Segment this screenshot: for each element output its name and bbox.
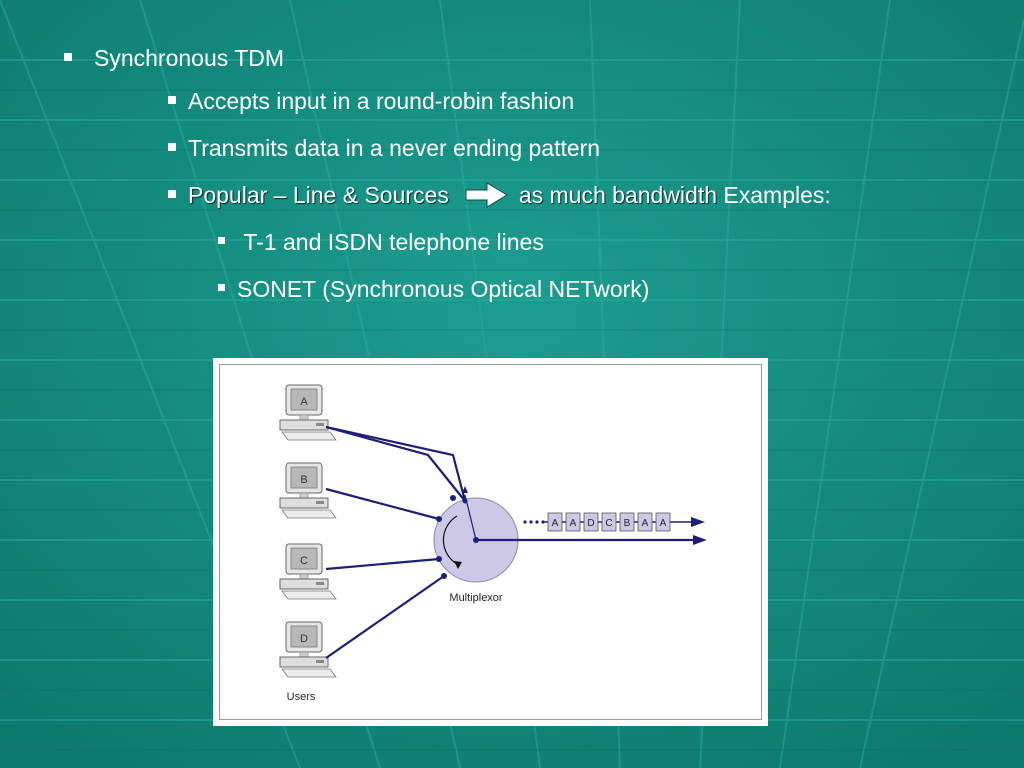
data-frame xyxy=(601,512,617,532)
connection-dots xyxy=(436,495,479,579)
square-bullet-icon xyxy=(218,284,225,292)
multiplexor-label: Multiplexor xyxy=(449,592,503,604)
data-frame-label: D xyxy=(587,518,594,529)
input-line-a2 xyxy=(325,425,467,502)
tdm-diagram-figure: A B C D Users Multiplexor xyxy=(213,358,768,726)
input-lines xyxy=(325,425,696,659)
frame-dots xyxy=(523,520,545,524)
user-label-c: C xyxy=(300,555,308,567)
data-frame xyxy=(637,512,653,532)
data-frame xyxy=(565,512,581,532)
popular-left-text: Popular – Line & Sources xyxy=(188,182,449,208)
input-line-b xyxy=(325,487,440,521)
input-line-c xyxy=(325,557,440,571)
example-text: T-1 and ISDN telephone lines xyxy=(237,229,544,255)
data-frame xyxy=(583,512,599,532)
data-frame-label: B xyxy=(624,518,631,529)
bullet-synchronous-tdm: Synchronous TDM xyxy=(64,44,284,72)
bullet-t1-isdn: T-1 and ISDN telephone lines xyxy=(218,228,544,256)
user-computer-b: B xyxy=(279,462,337,519)
examples-label: Examples: xyxy=(723,182,831,208)
user-computer-c: C xyxy=(279,543,337,600)
users-label: Users xyxy=(287,691,316,703)
data-frame-label: A xyxy=(660,518,667,529)
example-text: SONET (Synchronous Optical NETwork) xyxy=(237,276,650,302)
rotor-arrowhead xyxy=(462,486,468,493)
square-bullet-icon xyxy=(168,142,176,151)
square-bullet-icon xyxy=(168,95,176,104)
square-bullet-icon xyxy=(64,52,72,61)
data-frame xyxy=(619,512,635,532)
data-frame-label: A xyxy=(552,518,559,529)
data-frame-label: A xyxy=(642,518,649,529)
data-frame-label: A xyxy=(570,518,577,529)
output-arrowhead xyxy=(693,535,707,545)
user-label-a: A xyxy=(300,396,308,408)
square-bullet-icon xyxy=(218,237,225,245)
bullet-sonet: SONET (Synchronous Optical NETwork) xyxy=(218,275,649,303)
bullet-round-robin: Accepts input in a round-robin fashion xyxy=(168,87,574,115)
user-label-b: B xyxy=(300,474,307,486)
input-line-a xyxy=(325,425,466,502)
example-text-value: T-1 and ISDN telephone lines xyxy=(243,229,544,255)
rotation-arrowhead xyxy=(454,561,462,569)
right-arrow-icon xyxy=(465,182,508,208)
user-computer-a: A xyxy=(279,384,337,441)
data-frame xyxy=(655,512,671,532)
user-computer-d: D xyxy=(279,621,337,678)
slide-heading: Synchronous TDM xyxy=(94,45,285,71)
data-frame-label: C xyxy=(605,518,612,529)
bullet-text: Transmits data in a never ending pattern xyxy=(188,135,601,161)
user-label-d: D xyxy=(300,633,308,645)
rotation-arc xyxy=(442,515,458,565)
square-bullet-icon xyxy=(168,189,176,198)
bullet-popular: Popular – Line & Sources as much bandwidt… xyxy=(168,181,831,210)
frame-arrowhead xyxy=(691,517,705,527)
input-line-d xyxy=(325,575,445,659)
bullet-text: Accepts input in a round-robin fashion xyxy=(188,88,575,114)
tdm-diagram: A B C D Users Multiplexor xyxy=(279,384,707,703)
popular-right-text: as much bandwidth xyxy=(518,182,718,208)
rotor-line xyxy=(464,494,477,541)
popular-suffix-text: Examples: xyxy=(717,182,831,208)
bullet-never-ending: Transmits data in a never ending pattern xyxy=(168,134,600,162)
data-frame xyxy=(547,512,563,532)
figure-border xyxy=(219,364,762,720)
